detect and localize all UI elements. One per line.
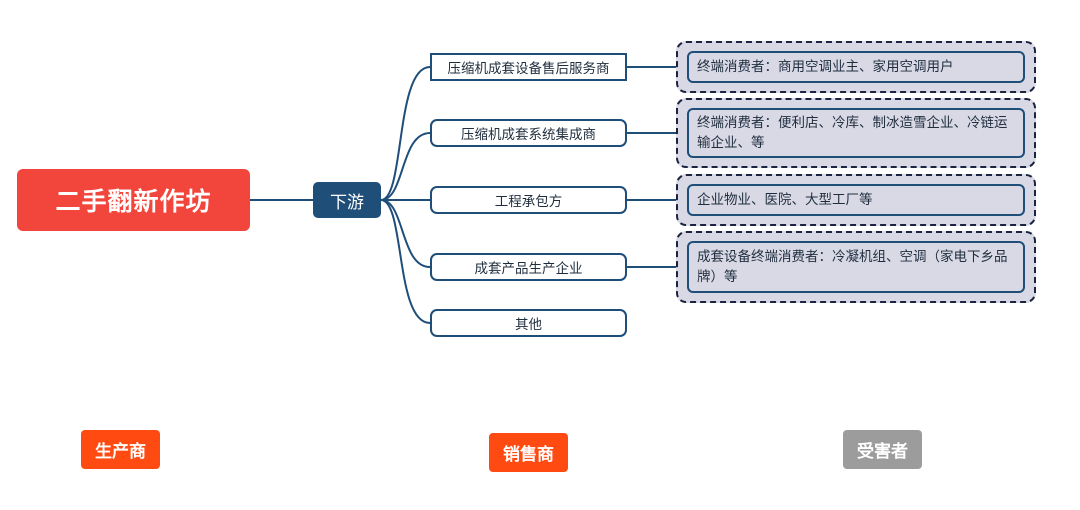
downstream-node: 下游 bbox=[313, 182, 381, 218]
connector-mid-branch-4 bbox=[380, 199, 431, 268]
connector-mid-branch-2 bbox=[380, 132, 431, 201]
consumer-group-1: 终端消费者：商用空调业主、家用空调用户 bbox=[676, 41, 1036, 93]
consumer-text-4: 成套设备终端消费者：冷凝机组、空调（家电下乡品牌）等 bbox=[687, 241, 1025, 293]
legend-producer: 生产商 bbox=[81, 430, 160, 469]
branch-other: 其他 bbox=[430, 309, 627, 337]
root-node: 二手翻新作坊 bbox=[17, 169, 250, 231]
branch-after-sales-service: 压缩机成套设备售后服务商 bbox=[430, 53, 627, 81]
consumer-text-2: 终端消费者：便利店、冷库、制冰造雪企业、冷链运输企业、等 bbox=[687, 108, 1025, 158]
consumer-text-3: 企业物业、医院、大型工厂等 bbox=[687, 184, 1025, 216]
connector-mid-branch-5 bbox=[380, 199, 431, 324]
legend-seller: 销售商 bbox=[489, 433, 568, 472]
connector-mid-branch-1 bbox=[380, 66, 431, 201]
branch-system-integrator: 压缩机成套系统集成商 bbox=[430, 119, 627, 147]
consumer-group-4: 成套设备终端消费者：冷凝机组、空调（家电下乡品牌）等 bbox=[676, 231, 1036, 303]
consumer-text-1: 终端消费者：商用空调业主、家用空调用户 bbox=[687, 51, 1025, 83]
consumer-group-3: 企业物业、医院、大型工厂等 bbox=[676, 174, 1036, 226]
branch-product-manufacturer: 成套产品生产企业 bbox=[430, 253, 627, 281]
legend-victim: 受害者 bbox=[843, 430, 922, 469]
consumer-group-2: 终端消费者：便利店、冷库、制冰造雪企业、冷链运输企业、等 bbox=[676, 98, 1036, 168]
branch-engineering-contractor: 工程承包方 bbox=[430, 186, 627, 214]
